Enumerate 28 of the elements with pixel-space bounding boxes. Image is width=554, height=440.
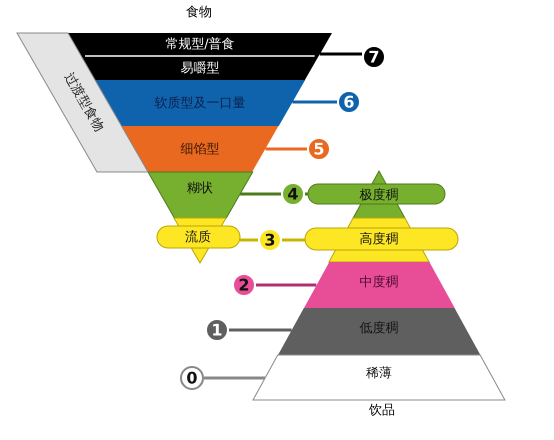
connector-line xyxy=(240,192,281,196)
level-circle: 0 xyxy=(180,366,204,390)
level-circle: 4 xyxy=(281,182,305,206)
funnel-band: 易嚼型 xyxy=(81,56,319,80)
axis-label: 饮品 xyxy=(369,402,395,419)
level-circle: 2 xyxy=(232,273,256,297)
connector-line xyxy=(282,238,305,242)
side-band: 过渡型食物 xyxy=(17,33,148,172)
level-circle: 6 xyxy=(337,90,361,114)
connector-line xyxy=(320,52,362,56)
connector-line xyxy=(204,376,266,380)
pyramid-tip: 极度稠 xyxy=(308,171,445,218)
funnel-band: 常规型/普食 xyxy=(68,33,332,56)
title: 食物 xyxy=(186,4,212,21)
level-circle: 1 xyxy=(205,318,229,342)
connector-line xyxy=(256,284,316,286)
pyramid-band: 稀薄 xyxy=(253,355,505,400)
funnel-band: 细馅型 xyxy=(121,126,279,172)
pyramid-band: 中度稠 xyxy=(304,262,454,308)
level-circle: 5 xyxy=(307,137,331,161)
level-circle: 3 xyxy=(258,228,282,252)
connector-line xyxy=(240,238,258,242)
connector-line xyxy=(266,148,307,150)
pyramid-band: 低度稠 xyxy=(278,308,480,355)
level-circle: 7 xyxy=(362,45,386,69)
connector-line xyxy=(229,328,292,332)
funnel-band: 糊状 xyxy=(148,172,252,218)
connector-line xyxy=(292,100,337,104)
